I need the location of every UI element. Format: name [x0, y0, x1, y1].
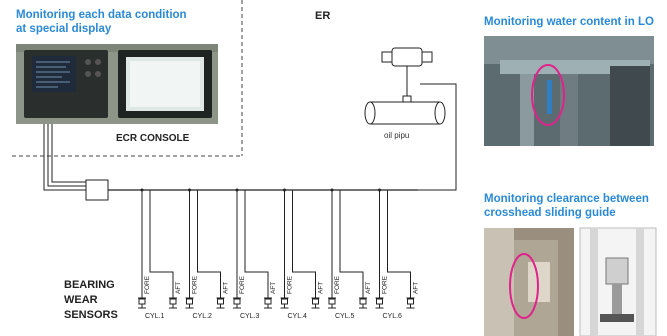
display-title-line-2: at special display — [16, 23, 112, 35]
cyl-1-aft-sensor-body — [169, 298, 177, 305]
cyl-5-label: CYL.5 — [335, 313, 355, 320]
cyl-5-node — [330, 188, 334, 192]
cyl-2-aft-sensor-body — [217, 298, 224, 305]
cyl-3-aft-line — [244, 190, 269, 298]
cyl-3-fore-label: FORE — [239, 275, 246, 294]
cyl-6-node — [378, 188, 381, 192]
crosshead-photo-left — [484, 228, 574, 336]
cyl-4-aft-label: AFT — [318, 282, 325, 294]
cyl-1-aft-label: AFT — [175, 282, 182, 294]
cyl-5-fore-sensor-body — [328, 298, 336, 305]
cyl-5-aft-label: AFT — [365, 282, 372, 294]
cyl-4-label: CYL.4 — [288, 313, 308, 320]
display-title-line-1: Monitoring each data condition — [16, 9, 187, 21]
cyl-5-aft-sensor-body — [359, 298, 367, 305]
cyl-3-aft-label: AFT — [270, 282, 277, 294]
cyl-2-label: CYL.2 — [193, 313, 213, 320]
cyl-5-fore-label: FORE — [334, 275, 341, 294]
clearance-title: Monitoring clearance between crosshead s… — [484, 192, 649, 220]
cyl-5-aft-line — [339, 190, 364, 298]
cyl-2-aft-line — [197, 190, 221, 298]
sensors-label-line-3: SENSORS — [64, 309, 118, 321]
ecr-console-label: ECR CONSOLE — [116, 133, 190, 144]
oil-pipe-label: oil pipu — [384, 131, 410, 140]
cable-3 — [51, 124, 86, 183]
cyl-6-aft-line — [387, 190, 411, 298]
lo-water-photo — [484, 36, 654, 146]
cable-2 — [47, 124, 86, 187]
display-title: Monitoring each data condition at specia… — [16, 8, 187, 36]
cyl-1-node — [140, 188, 144, 192]
bearing-sensors: FORE AFT CYL.1 FORE AFT CYL.2 FORE AFT CYL.3 FORE… — [138, 188, 420, 320]
cyl-4-fore-sensor-body — [281, 298, 288, 305]
cyl-3-node — [235, 188, 239, 192]
cyl-6-label: CYL.6 — [383, 313, 403, 320]
cyl-6-fore-label: FORE — [382, 275, 389, 294]
bearing-wear-sensors-label: BEARING WEAR SENSORS — [64, 278, 118, 323]
clearance-title-line-2: crosshead sliding guide — [484, 207, 616, 219]
cyl-6-fore-sensor-body — [376, 298, 383, 305]
cyl-1-label: CYL.1 — [145, 313, 165, 320]
er-label: ER — [315, 10, 331, 22]
cyl-3-label: CYL.3 — [240, 313, 260, 320]
water-content-title: Monitoring water content in LO — [484, 16, 654, 28]
cyl-1-fore-label: FORE — [144, 275, 151, 294]
sensors-label-line-1: BEARING — [64, 279, 115, 291]
oil-pipe — [364, 101, 446, 125]
cyl-4-fore-label: FORE — [287, 275, 294, 294]
cyl-3-fore-sensor-body — [233, 298, 241, 305]
junction-box — [85, 179, 109, 201]
clearance-title-line-1: Monitoring clearance between — [484, 193, 649, 205]
sensors-label-line-2: WEAR — [64, 294, 98, 306]
cyl-2-node — [188, 188, 191, 192]
oil-sensor — [381, 47, 433, 103]
oil-sensor-cable — [108, 83, 457, 191]
cyl-2-fore-sensor-body — [186, 298, 193, 305]
console-photo — [16, 44, 218, 124]
clearance-sensor-highlight — [509, 253, 539, 319]
cyl-3-aft-sensor-body — [264, 298, 272, 305]
cyl-4-aft-sensor-body — [312, 298, 319, 305]
crosshead-photo-right — [579, 227, 657, 336]
water-sensor-highlight — [531, 64, 565, 126]
cyl-6-aft-label: AFT — [413, 282, 420, 294]
cyl-4-aft-line — [292, 190, 316, 298]
cyl-1-aft-line — [149, 190, 174, 298]
cable-1 — [43, 124, 86, 191]
cyl-4-node — [283, 188, 286, 192]
cyl-2-fore-label: FORE — [192, 275, 199, 294]
cyl-1-fore-sensor-body — [138, 298, 146, 305]
cyl-2-aft-label: AFT — [223, 282, 230, 294]
cyl-6-aft-sensor-body — [407, 298, 414, 305]
